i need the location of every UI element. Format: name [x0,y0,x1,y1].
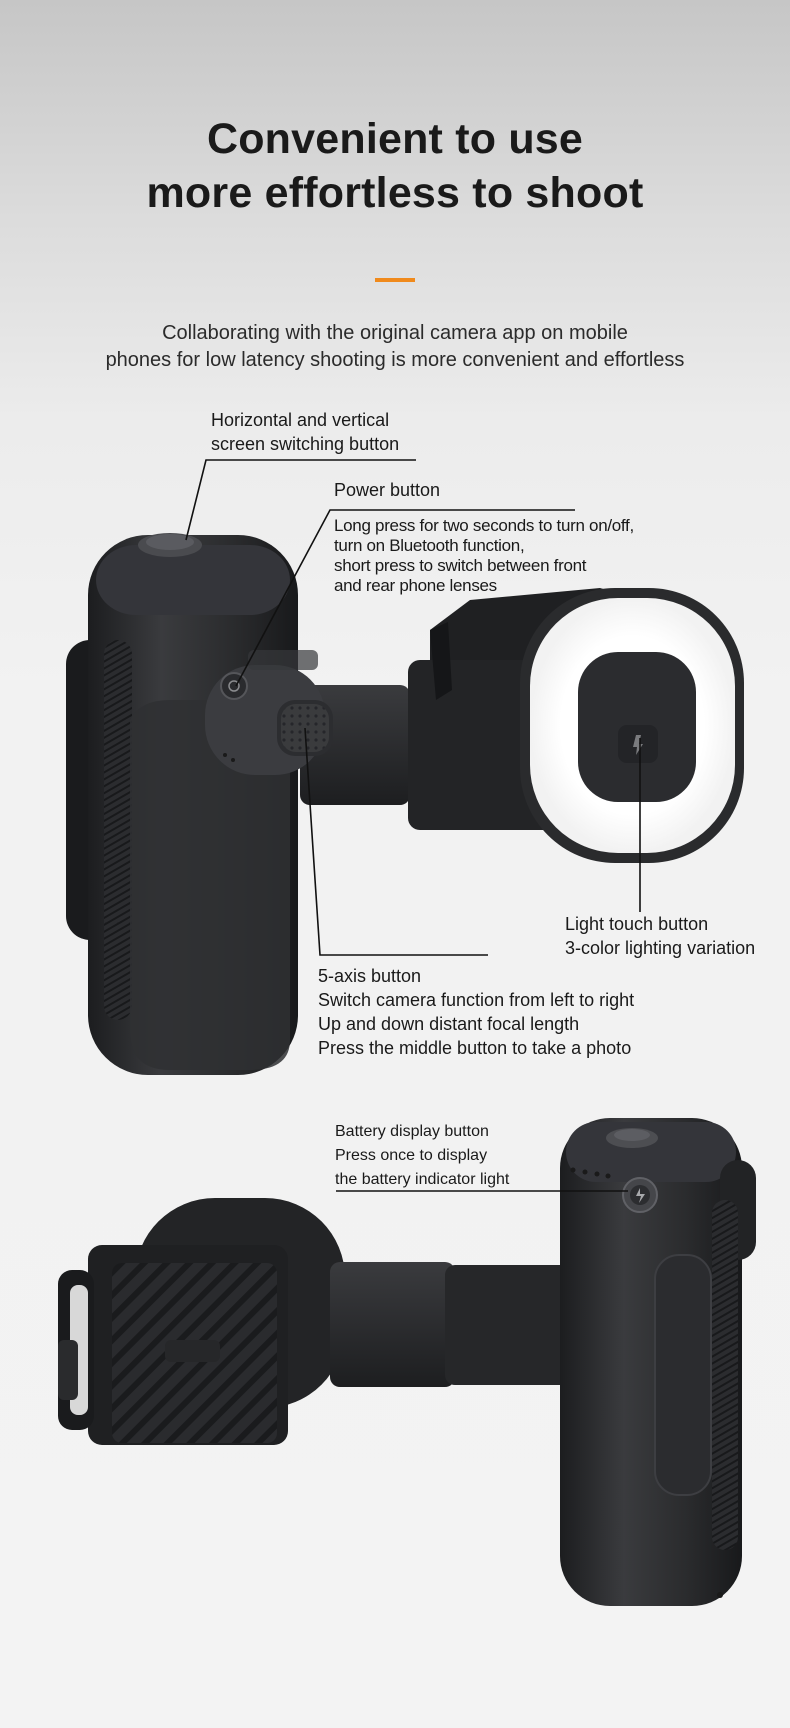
light-line-1: Light touch button [565,914,709,934]
switching-line-2: screen switching button [211,434,400,454]
axis-line-1: 5-axis button [318,966,422,986]
callout-battery-button: Battery display button Press once to dis… [335,1120,509,1192]
subtitle-line-1: Collaborating with the original camera a… [162,322,628,344]
callout-power-description: Long press for two seconds to turn on/of… [334,516,634,596]
power-title: Power button [334,480,441,500]
callout-5-axis-button: 5-axis button Switch camera function fro… [318,964,634,1060]
battery-line-2: Press once to display [335,1147,488,1164]
callout-power-title: Power button [334,478,440,502]
device-front-view [66,533,744,1075]
accent-bar [375,278,415,282]
page-title: Convenient to use more effortless to sho… [0,112,790,220]
callout-switching-button: Horizontal and vertical screen switching… [211,408,399,456]
battery-line-1: Battery display button [335,1123,489,1140]
device-rear-view [58,1118,756,1606]
power-line-1: Long press for two seconds to turn on/of… [334,516,634,535]
axis-line-2: Switch camera function from left to righ… [318,990,635,1010]
power-line-3: short press to switch between front [334,556,587,575]
battery-line-3: the battery indicator light [335,1171,510,1188]
subtitle-line-2: phones for low latency shooting is more … [105,349,685,371]
switching-line-1: Horizontal and vertical [211,410,390,430]
callout-light-touch-button: Light touch button 3-color lighting vari… [565,912,755,960]
axis-line-3: Up and down distant focal length [318,1014,580,1034]
light-line-2: 3-color lighting variation [565,938,756,958]
title-line-1: Convenient to use [206,115,584,163]
axis-line-4: Press the middle button to take a photo [318,1038,632,1058]
power-line-4: and rear phone lenses [334,576,497,595]
power-line-2: turn on Bluetooth function, [334,536,525,555]
title-line-2: more effortless to shoot [146,169,644,217]
page-subtitle: Collaborating with the original camera a… [0,320,790,374]
leader-lines [185,459,641,1192]
